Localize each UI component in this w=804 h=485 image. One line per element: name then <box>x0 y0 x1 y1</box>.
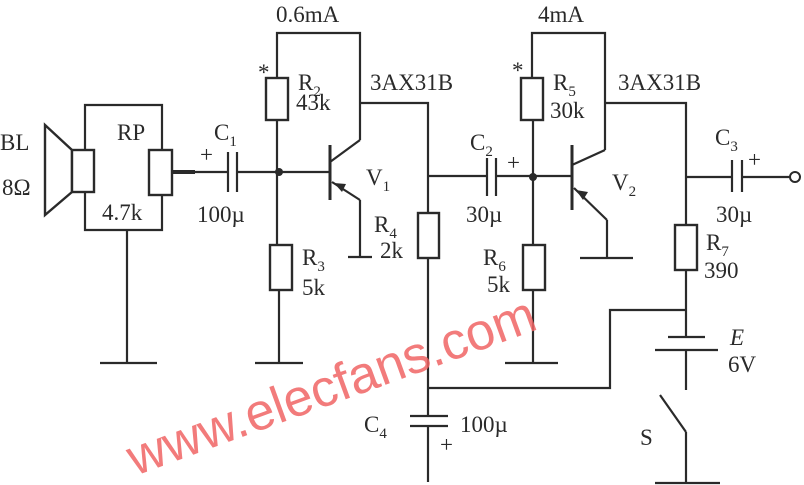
pot-value: 4.7k <box>102 200 143 225</box>
r4-label: R4 <box>374 212 397 242</box>
resistor-r2 <box>264 76 290 122</box>
r7-label: R7 <box>706 230 729 260</box>
v2-label: V2 <box>612 170 636 200</box>
c3-plus: + <box>748 147 761 172</box>
junction-dot <box>529 173 537 181</box>
r6-label: R6 <box>483 245 506 275</box>
c2-plus: + <box>507 150 520 175</box>
battery-value: 6V <box>728 352 757 377</box>
junction-dot <box>275 168 283 176</box>
c4-label: C4 <box>364 412 387 442</box>
r4-value: 2k <box>380 238 404 263</box>
capacitor-c1 <box>226 152 239 192</box>
resistor-r3 <box>268 243 294 292</box>
wires <box>83 31 790 485</box>
c2-value: 30µ <box>466 202 502 227</box>
watermark: www.elecfans.com <box>118 285 543 485</box>
r2-value: 43k <box>296 90 331 115</box>
speaker-bl <box>43 122 96 218</box>
r5-star: * <box>512 58 524 83</box>
r2-label: R2 <box>298 70 321 100</box>
pot-label: RP <box>117 120 145 145</box>
capacitor-c2 <box>485 158 498 196</box>
c1-value: 100µ <box>197 202 245 227</box>
c1-plus: + <box>200 142 213 167</box>
output-terminal[interactable] <box>789 171 801 183</box>
v1-current: 0.6mA <box>276 2 340 27</box>
resistor-r6 <box>521 243 547 292</box>
v1-label: V1 <box>366 165 390 195</box>
capacitor-c3 <box>730 160 744 192</box>
r3-value: 5k <box>302 275 326 300</box>
c1-label: C1 <box>214 120 237 150</box>
battery-label: E <box>729 325 744 350</box>
r2-star: * <box>258 60 270 85</box>
switch-label: S <box>640 425 653 450</box>
r5-label: R5 <box>553 70 576 100</box>
c3-value: 30µ <box>716 202 752 227</box>
r6-value: 5k <box>487 272 511 297</box>
potentiometer-rp <box>147 148 174 197</box>
r5-value: 30k <box>550 98 585 123</box>
v2-current: 4mA <box>538 2 584 27</box>
speaker-value: 8Ω <box>2 175 31 200</box>
v2-type: 3AX31B <box>618 70 701 95</box>
r7-value: 390 <box>704 258 739 283</box>
resistor-r4 <box>416 211 441 260</box>
c4-value: 100µ <box>460 412 508 437</box>
r3-label: R3 <box>302 245 325 275</box>
speaker-label: BL <box>0 130 29 155</box>
c4-plus: + <box>440 432 453 457</box>
c3-label: C3 <box>715 125 738 155</box>
resistor-r5 <box>519 76 545 122</box>
resistor-r7 <box>673 223 699 272</box>
v1-type: 3AX31B <box>370 70 453 95</box>
c2-label: C2 <box>470 130 493 160</box>
